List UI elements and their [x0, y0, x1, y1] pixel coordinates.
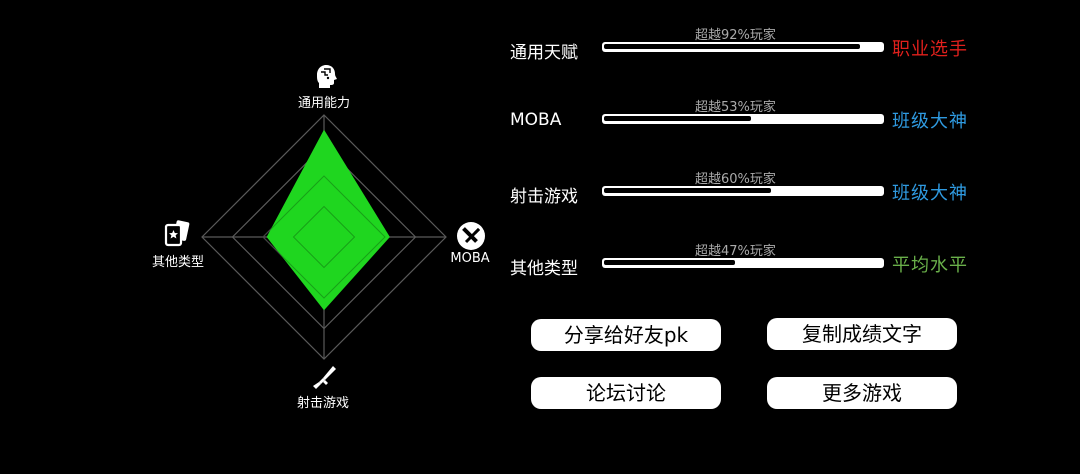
radar-value-polygon — [266, 129, 390, 311]
radar-label-general: 通用能力 — [297, 96, 351, 111]
stat-name: 通用天赋 — [510, 43, 578, 63]
stat-rank: 平均水平 — [892, 255, 968, 276]
head-icon — [312, 63, 338, 93]
forum-button[interactable]: 论坛讨论 — [531, 377, 721, 409]
radar-inner-grid — [292, 205, 356, 269]
stat-progress-bar — [602, 114, 884, 124]
stat-progress-fill — [604, 188, 771, 193]
stat-progress-fill — [604, 44, 860, 49]
ability-radar: 通用能力 MOBA 射击游戏 — [0, 0, 500, 474]
stat-progress-bar — [602, 186, 884, 196]
radar-label-other: 其他类型 — [151, 255, 205, 270]
more-games-button[interactable]: 更多游戏 — [767, 377, 957, 409]
share-pk-button[interactable]: 分享给好友pk — [531, 319, 721, 351]
stat-rank: 班级大神 — [892, 183, 968, 204]
gun-icon — [311, 364, 337, 394]
stat-progress-bar — [602, 42, 884, 52]
stat-row-other: 其他类型 超越47%玩家 平均水平 — [510, 240, 990, 300]
card-icon — [162, 218, 192, 252]
stat-progress-bar — [602, 258, 884, 268]
stat-percent-text: 超越47%玩家 — [695, 244, 776, 259]
stat-row-general: 通用天赋 超越92%玩家 职业选手 — [510, 24, 990, 84]
stat-progress-fill — [604, 116, 752, 121]
copy-result-button[interactable]: 复制成绩文字 — [767, 318, 957, 350]
stat-name: MOBA — [510, 110, 562, 130]
radar-inner-grid — [262, 175, 386, 299]
stat-name: 射击游戏 — [510, 187, 578, 207]
stat-rank: 职业选手 — [892, 39, 968, 60]
stat-name: 其他类型 — [510, 259, 578, 279]
radar-label-moba: MOBA — [450, 251, 490, 266]
stat-percent-text: 超越60%玩家 — [695, 172, 776, 187]
moba-icon — [456, 221, 486, 255]
radar-svg — [201, 114, 447, 360]
stat-progress-fill — [604, 260, 735, 265]
stat-row-shooter: 射击游戏 超越60%玩家 班级大神 — [510, 168, 990, 228]
stat-rank: 班级大神 — [892, 111, 968, 132]
stat-percent-text: 超越92%玩家 — [695, 28, 776, 43]
radar-label-shooter: 射击游戏 — [296, 396, 350, 411]
stat-percent-text: 超越53%玩家 — [695, 100, 776, 115]
stat-row-moba: MOBA 超越53%玩家 班级大神 — [510, 96, 990, 156]
